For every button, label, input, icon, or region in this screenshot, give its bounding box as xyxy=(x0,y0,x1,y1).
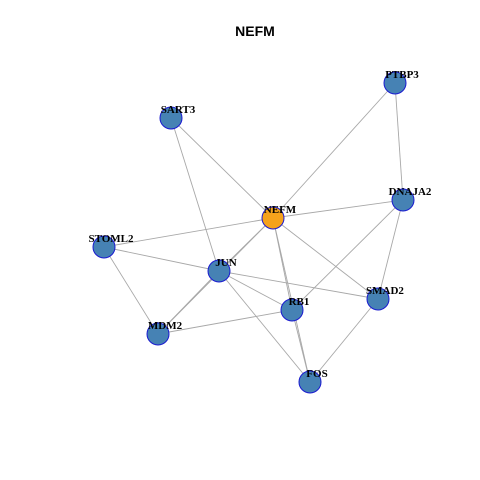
node-jun: JUN xyxy=(207,257,237,283)
node-circle-nefm xyxy=(261,206,285,230)
edge-stoml2-mdm2 xyxy=(103,246,159,335)
node-circle-sart3 xyxy=(159,106,183,130)
node-circle-jun xyxy=(207,259,231,283)
node-nefm: NEFM xyxy=(261,204,297,230)
edge-jun-mdm2 xyxy=(157,270,220,335)
node-label-nefm: NEFM xyxy=(264,204,297,216)
node-rb1: RB1 xyxy=(280,296,310,322)
node-circle-ptbp3 xyxy=(383,71,407,95)
node-circle-stoml2 xyxy=(92,235,116,259)
edge-ptbp3-dnaja2 xyxy=(394,82,404,201)
node-label-fos: FOS xyxy=(306,368,327,380)
edge-smad2-fos xyxy=(309,298,379,383)
edge-nefm-stoml2 xyxy=(103,217,274,248)
node-dnaja2: DNAJA2 xyxy=(389,186,432,212)
node-mdm2: MDM2 xyxy=(146,320,183,346)
node-smad2: SMAD2 xyxy=(366,285,404,311)
node-circle-mdm2 xyxy=(146,322,170,346)
edge-rb1-fos xyxy=(291,309,311,383)
edge-nefm-ptbp3 xyxy=(272,82,396,219)
node-ptbp3: PTBP3 xyxy=(383,69,419,95)
edge-stoml2-jun xyxy=(103,246,220,272)
node-sart3: SART3 xyxy=(159,104,196,130)
node-label-jun: JUN xyxy=(215,257,236,269)
node-label-sart3: SART3 xyxy=(161,104,196,116)
edge-layer xyxy=(103,82,404,383)
edge-nefm-sart3 xyxy=(170,117,274,219)
edge-dnaja2-smad2 xyxy=(377,199,404,300)
node-label-rb1: RB1 xyxy=(289,296,310,308)
edge-mdm2-rb1 xyxy=(157,309,293,335)
node-label-mdm2: MDM2 xyxy=(148,320,183,332)
node-label-smad2: SMAD2 xyxy=(366,285,404,297)
edge-nefm-smad2 xyxy=(272,217,379,300)
edge-jun-rb1 xyxy=(218,270,293,311)
node-circle-smad2 xyxy=(366,287,390,311)
node-fos: FOS xyxy=(298,368,328,394)
node-circle-dnaja2 xyxy=(391,188,415,212)
diagram-title: NEFM xyxy=(235,23,275,39)
node-label-ptbp3: PTBP3 xyxy=(385,69,419,81)
node-label-stoml2: STOML2 xyxy=(88,233,134,245)
edge-dnaja2-rb1 xyxy=(291,199,404,311)
edge-sart3-jun xyxy=(170,117,220,272)
node-circle-rb1 xyxy=(280,298,304,322)
edge-jun-smad2 xyxy=(218,270,379,300)
edge-jun-fos xyxy=(218,270,311,383)
node-label-dnaja2: DNAJA2 xyxy=(389,186,432,198)
edge-nefm-dnaja2 xyxy=(272,199,404,219)
node-stoml2: STOML2 xyxy=(88,233,134,259)
node-circle-fos xyxy=(298,370,322,394)
